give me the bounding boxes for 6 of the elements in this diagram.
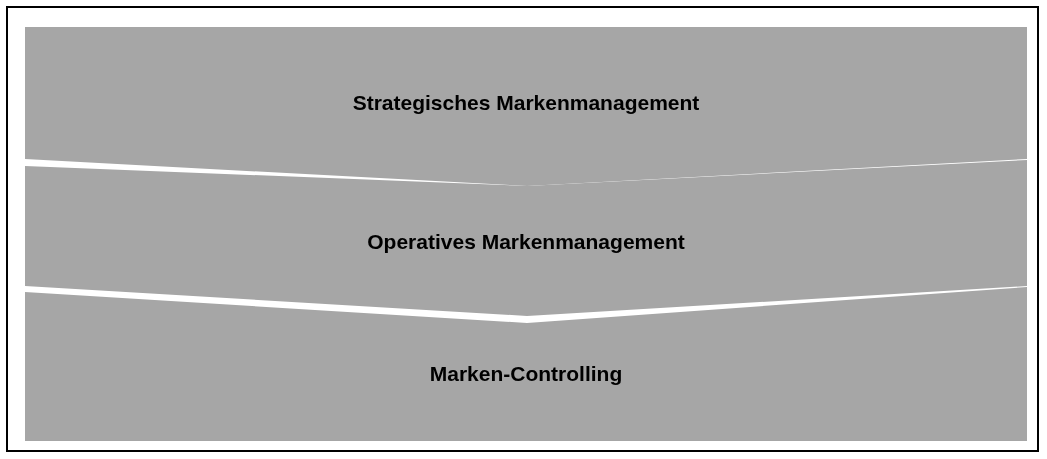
chevron-band [25, 160, 1027, 316]
band-label: Operatives Markenmanagement [366, 230, 686, 254]
band-label: Marken-Controlling [428, 362, 624, 386]
band-label: Strategisches Markenmanagement [351, 91, 701, 115]
chevron-band [25, 27, 1027, 186]
chevron-band [25, 287, 1027, 441]
